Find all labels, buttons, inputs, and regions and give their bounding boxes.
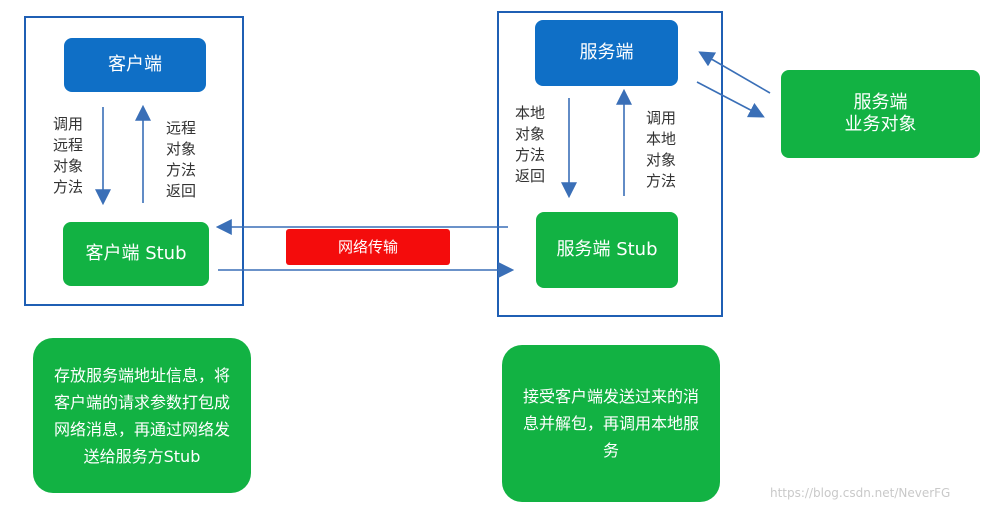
server-title: 服务端 <box>579 41 634 63</box>
client-call-label: 调用 远程 对象 方法 <box>53 115 84 196</box>
server-frame <box>497 11 723 317</box>
client-frame <box>24 16 244 306</box>
network-transmission-label: 网络传输 <box>337 237 398 256</box>
server-stub-box: 服务端 Stub <box>536 212 678 288</box>
server-business-object-label: 服务端 业务对象 <box>844 91 917 136</box>
client-stub-note-text: 存放服务端地址信息，将客户端的请求参数打包成网络消息，再通过网络发送给服务方St… <box>53 365 230 466</box>
client-box: 客户端 <box>64 38 206 92</box>
server-business-object-box: 服务端 业务对象 <box>781 70 980 158</box>
server-local-call-label: 调用 本地 对象 方法 <box>646 109 677 190</box>
server-stub-label: 服务端 Stub <box>556 238 658 260</box>
client-title: 客户端 <box>108 53 162 75</box>
server-to-business-object-arrow <box>696 81 765 118</box>
server-local-return-label: 本地 对象 方法 返回 <box>515 104 546 185</box>
client-stub-box: 客户端 Stub <box>63 222 209 286</box>
watermark: https://blog.csdn.net/NeverFG <box>770 486 951 500</box>
server-stub-note: 接受客户端发送过来的消息并解包，再调用本地服务 <box>502 345 720 502</box>
server-box: 服务端 <box>535 20 678 86</box>
business-object-to-server-arrow <box>698 51 771 94</box>
client-stub-label: 客户端 Stub <box>85 242 187 264</box>
server-stub-note-text: 接受客户端发送过来的消息并解包，再调用本地服务 <box>522 387 699 460</box>
network-transmission-box: 网络传输 <box>286 229 450 265</box>
client-return-label: 远程 对象 方法 返回 <box>166 119 197 200</box>
client-stub-note: 存放服务端地址信息，将客户端的请求参数打包成网络消息，再通过网络发送给服务方St… <box>33 338 251 493</box>
